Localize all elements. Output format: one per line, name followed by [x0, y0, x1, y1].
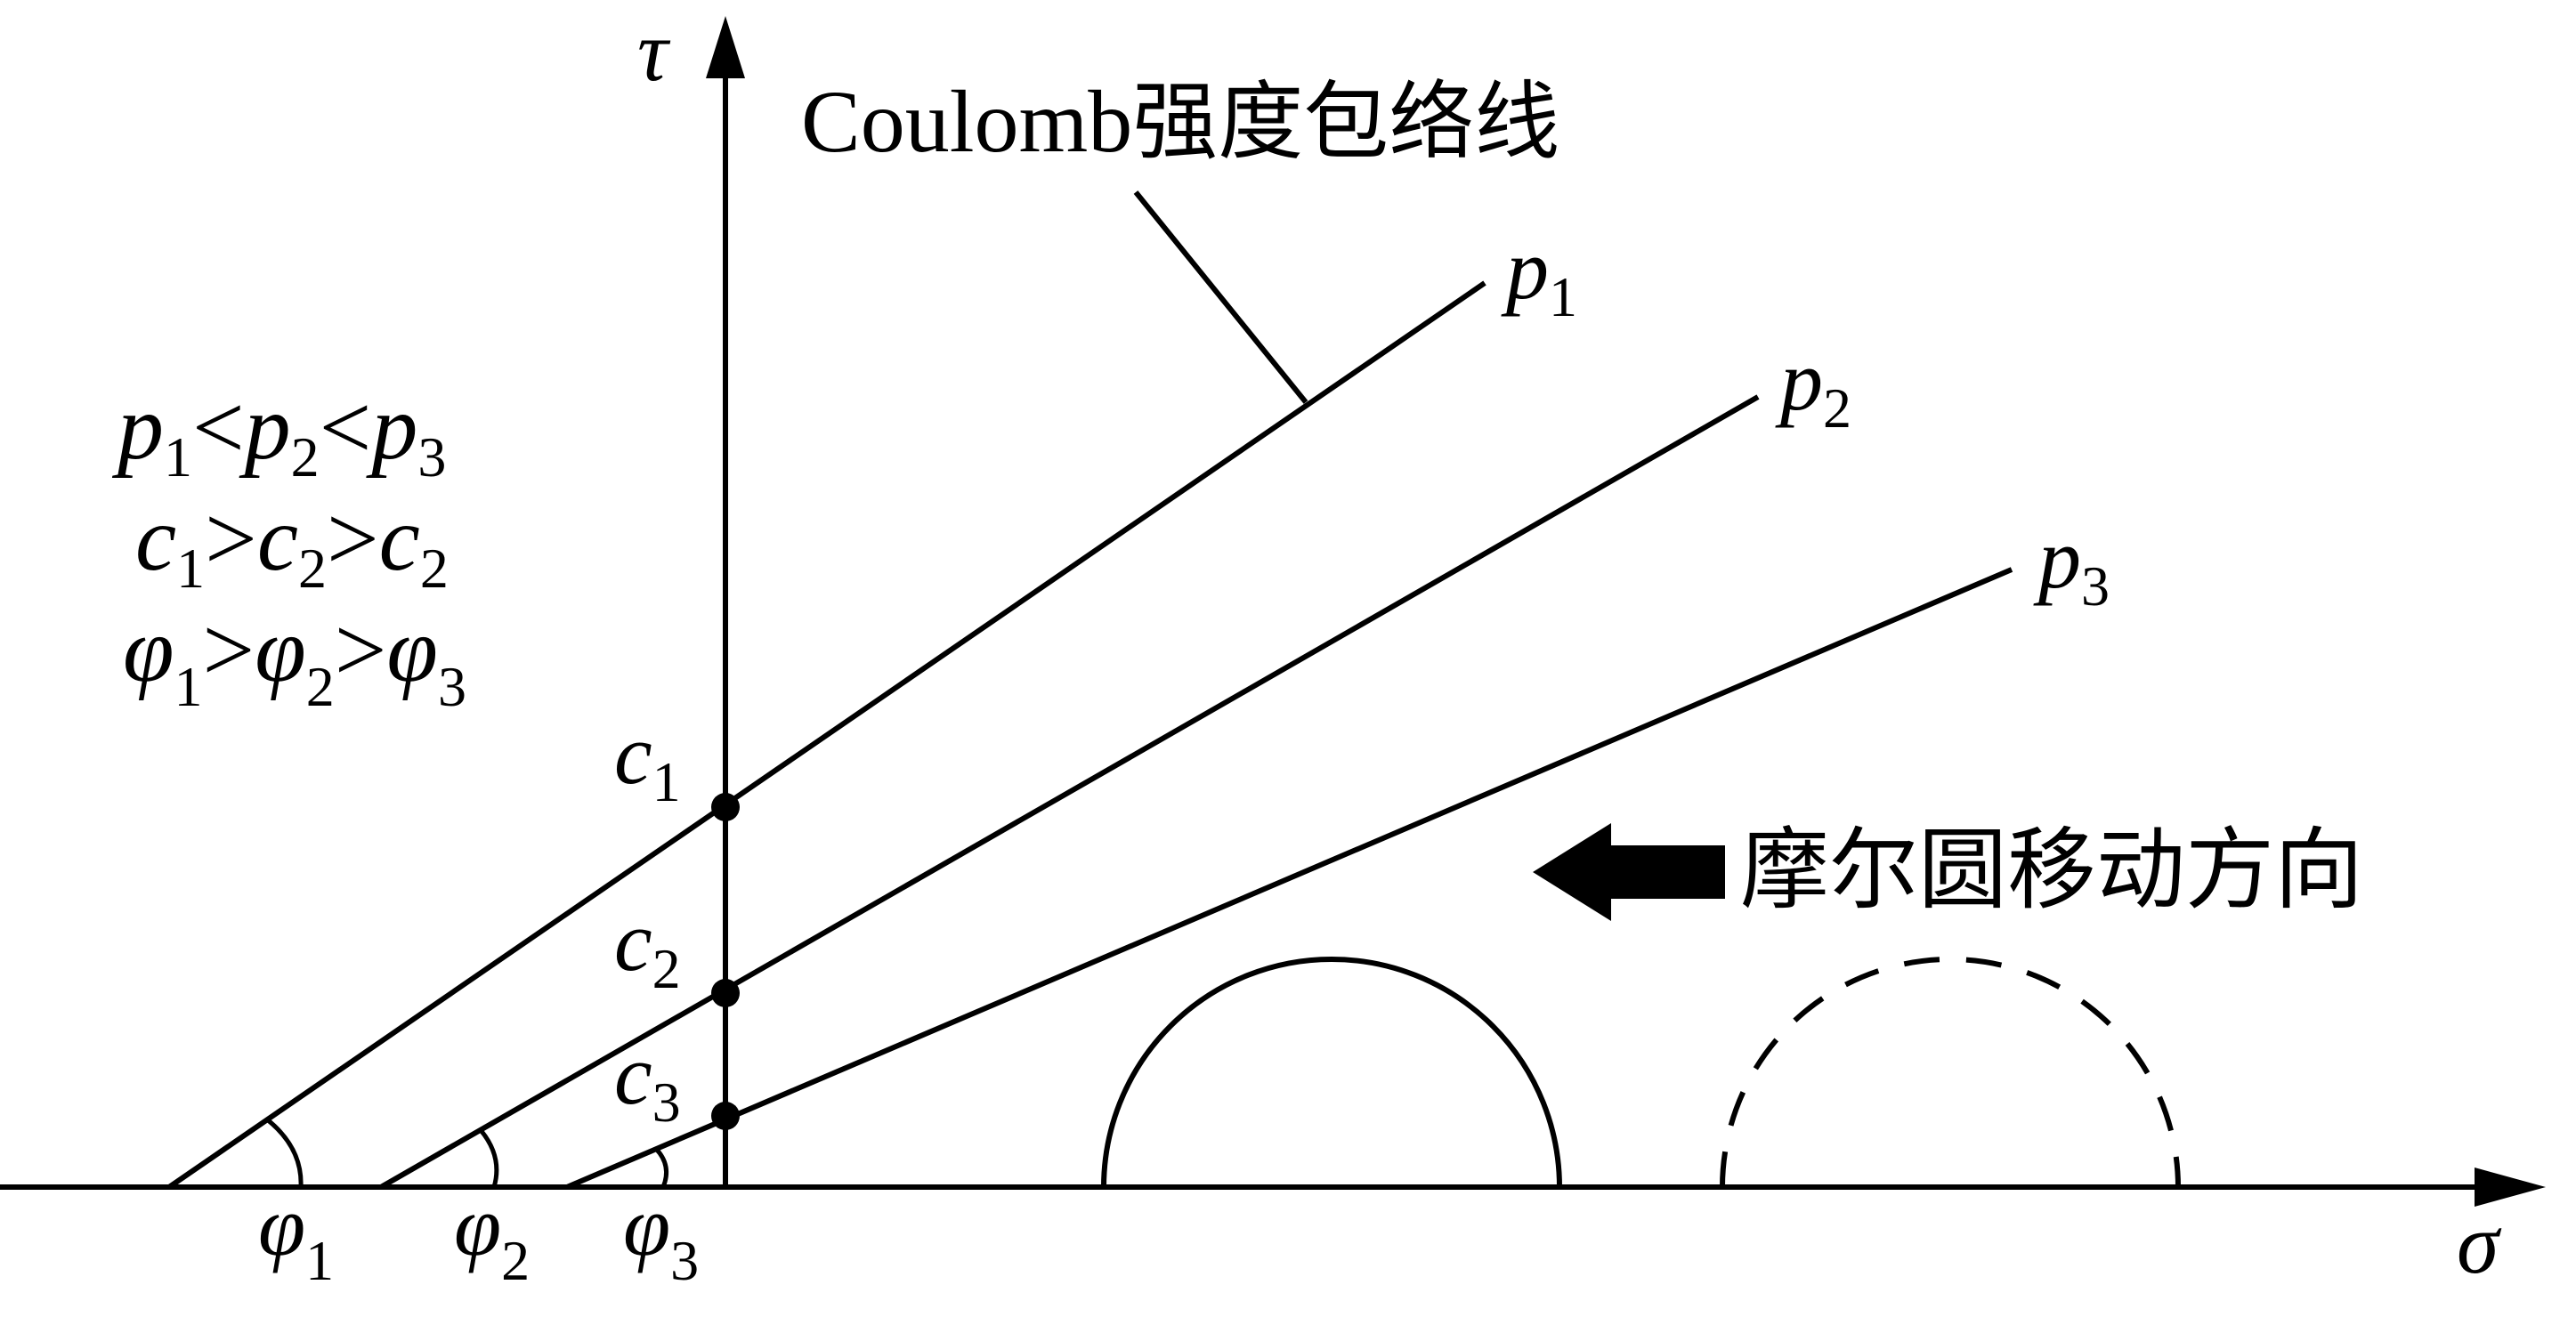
- angle-arc-phi1: [265, 1118, 304, 1188]
- relation-cohesion-a: c: [135, 488, 176, 590]
- relation-friction-b: φ: [255, 599, 306, 701]
- envelope-line-p1: [167, 280, 1486, 1190]
- tau-axis-arrowhead: [706, 16, 745, 78]
- relation-cohesion-bs: 2: [298, 537, 327, 600]
- relation-friction: φ1>φ2>φ3: [123, 599, 466, 718]
- label-p2-main: p: [1775, 333, 1823, 428]
- relation-pressure-c: p: [365, 376, 417, 479]
- angle-arcs: [265, 1118, 669, 1188]
- relation-pressure-as: 1: [164, 425, 192, 489]
- movement-arrow: [1533, 823, 1725, 921]
- relation-friction-op2: >: [335, 599, 387, 701]
- relation-friction-bs: 2: [306, 655, 335, 718]
- label-p2-sub: 2: [1823, 376, 1851, 440]
- relation-pressure-bs: 2: [291, 425, 320, 489]
- envelope-leader-line: [1133, 190, 1308, 404]
- mohr-circle-current: [1101, 957, 1562, 1188]
- movement-direction-label: 摩尔圆移动方向: [1740, 818, 2363, 922]
- intercept-point-c2: [711, 979, 740, 1007]
- label-phi1: φ1: [258, 1178, 334, 1292]
- envelope-line-p3: [565, 567, 2013, 1190]
- envelope-lines: [167, 190, 2013, 1190]
- angle-arc-phi3: [654, 1147, 669, 1188]
- mohr-circle-previous: [1720, 957, 2181, 1188]
- envelope-title: Coulomb强度包络线: [801, 72, 1559, 172]
- label-phi2: φ2: [454, 1178, 530, 1292]
- label-p1-sub: 1: [1549, 265, 1577, 328]
- sigma-axis-label: σ: [2457, 1196, 2502, 1291]
- relation-friction-cs: 3: [438, 655, 466, 718]
- relation-cohesion: c1>c2>c2: [135, 488, 449, 600]
- relation-friction-as: 1: [174, 655, 203, 718]
- relation-friction-c: φ: [386, 599, 438, 701]
- label-p1-main: p: [1501, 222, 1549, 317]
- relation-cohesion-as: 1: [176, 537, 205, 600]
- label-phi1-sub: 1: [305, 1229, 334, 1292]
- label-p3: p3: [2033, 511, 2110, 618]
- envelope-title-cjk: 强度包络线: [1132, 72, 1559, 172]
- label-c2: c2: [614, 893, 681, 1000]
- label-phi2-sub: 2: [501, 1229, 530, 1292]
- relation-cohesion-op2: >: [327, 488, 379, 590]
- label-phi3-sub: 3: [670, 1229, 699, 1292]
- label-c3-sub: 3: [652, 1071, 681, 1134]
- envelope-title-latin: Coulomb: [801, 72, 1132, 171]
- intercept-point-c1: [711, 793, 740, 821]
- label-c1-main: c: [614, 707, 652, 802]
- relation-cohesion-cs: 2: [420, 537, 449, 600]
- label-c1-sub: 1: [652, 750, 681, 813]
- movement-arrow-shaft: [1611, 845, 1725, 899]
- relation-cohesion-b: c: [257, 488, 298, 590]
- relation-pressure-cs: 3: [417, 425, 446, 489]
- label-c2-main: c: [614, 893, 652, 989]
- relation-pressure-op1: <: [192, 376, 245, 479]
- sigma-axis-arrowhead: [2475, 1168, 2546, 1207]
- label-phi3: φ3: [623, 1178, 699, 1292]
- relation-pressure-a: p: [111, 376, 164, 479]
- label-c1: c1: [614, 707, 681, 813]
- relation-cohesion-c: c: [379, 488, 420, 590]
- label-p1: p1: [1501, 222, 1577, 328]
- relation-cohesion-op1: >: [205, 488, 257, 590]
- intercept-point-c3: [711, 1102, 740, 1130]
- tau-axis-label: τ: [637, 4, 671, 99]
- label-phi1-main: φ: [258, 1178, 305, 1273]
- label-c3-main: c: [614, 1027, 652, 1122]
- label-p3-sub: 3: [2081, 554, 2110, 618]
- label-c3: c3: [614, 1027, 681, 1134]
- angle-arc-phi2: [479, 1128, 499, 1188]
- label-p3-main: p: [2033, 511, 2081, 606]
- envelope-line-p2: [379, 394, 1760, 1190]
- intercept-points: [711, 793, 740, 1130]
- label-phi2-main: φ: [454, 1178, 501, 1273]
- relation-pressure-op2: <: [320, 376, 372, 479]
- label-phi3-main: φ: [623, 1178, 670, 1273]
- label-p2: p2: [1775, 333, 1851, 440]
- relation-friction-op1: >: [203, 599, 255, 701]
- movement-arrow-head: [1533, 823, 1611, 921]
- label-c2-sub: 2: [652, 937, 681, 1000]
- relation-pressure-b: p: [239, 376, 291, 479]
- relation-friction-a: φ: [123, 599, 174, 701]
- relation-pressure: p1<p2<p3: [111, 376, 446, 489]
